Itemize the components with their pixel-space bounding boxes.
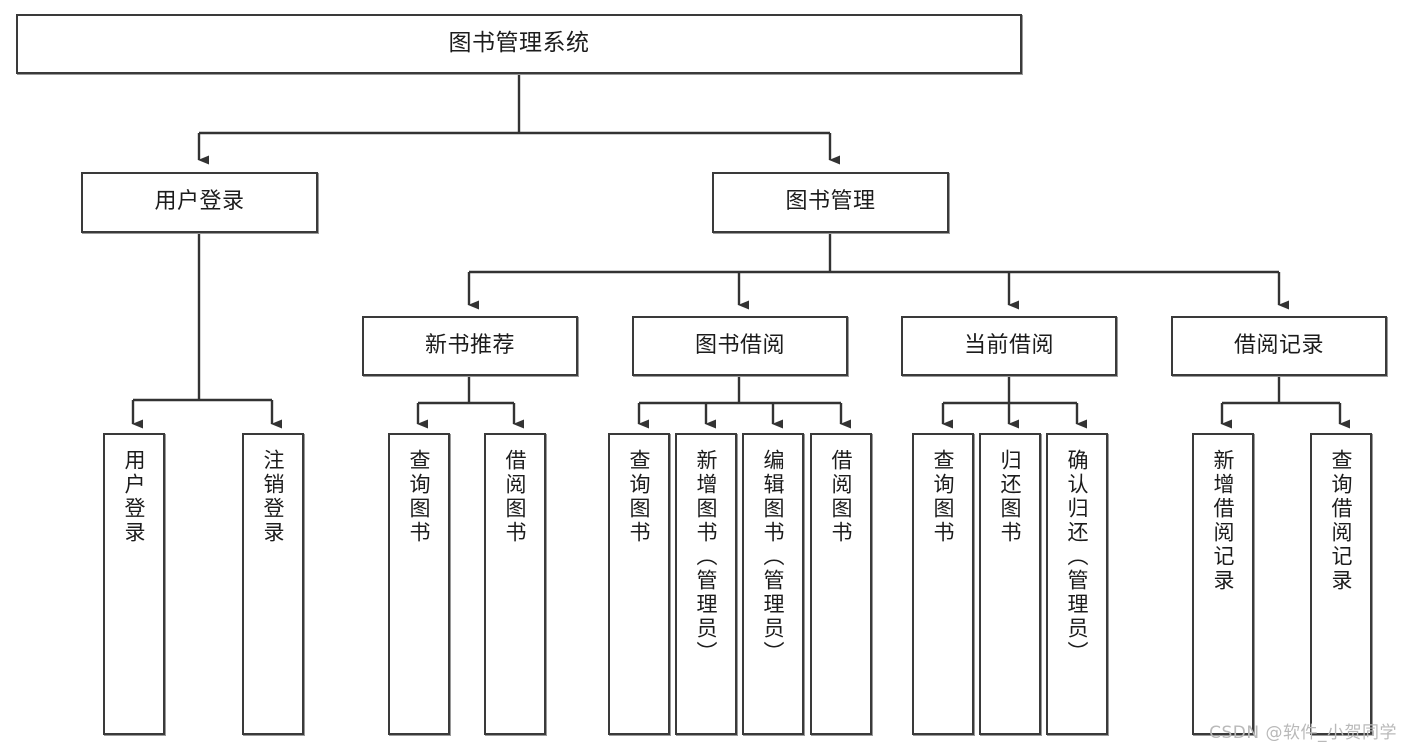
leaf-user-logout[interactable]: 注销登录	[242, 433, 304, 735]
leaf-query-borrow-record[interactable]: 查询借阅记录	[1310, 433, 1372, 735]
node-label: 查询借阅记录	[1329, 449, 1354, 593]
leaf-borrow-book[interactable]: 借阅图书	[810, 433, 872, 735]
node-label: 新增图书（管理员）	[694, 449, 719, 665]
node-label: 用户登录	[154, 189, 245, 215]
node-label: 新书推荐	[424, 332, 515, 358]
leaf-user-login[interactable]: 用户登录	[103, 433, 165, 735]
node-current-borrow[interactable]: 当前借阅	[901, 316, 1117, 376]
node-label: 图书管理系统	[448, 30, 590, 57]
csdn-watermark: CSDN @软件_小贺同学	[1209, 723, 1397, 743]
node-label: 借阅记录	[1233, 332, 1324, 358]
node-label: 编辑图书（管理员）	[761, 449, 786, 665]
node-book-borrow[interactable]: 图书借阅	[632, 316, 848, 376]
node-root-system[interactable]: 图书管理系统	[16, 14, 1022, 74]
node-label: 图书管理	[785, 189, 876, 215]
leaf-confirm-return[interactable]: 确认归还（管理员）	[1046, 433, 1108, 735]
node-book-manage[interactable]: 图书管理	[712, 172, 949, 233]
node-label: 查询图书	[627, 449, 652, 545]
node-label: 查询图书	[931, 449, 956, 545]
node-label: 归还图书	[998, 449, 1023, 545]
node-label: 查询图书	[407, 449, 432, 545]
node-user-login[interactable]: 用户登录	[81, 172, 318, 233]
leaf-query-book-recommend[interactable]: 查询图书	[388, 433, 450, 735]
node-borrow-record[interactable]: 借阅记录	[1171, 316, 1387, 376]
node-new-book-recommend[interactable]: 新书推荐	[362, 316, 578, 376]
node-label: 注销登录	[261, 449, 286, 545]
node-label: 图书借阅	[694, 332, 785, 358]
node-label: 用户登录	[122, 449, 147, 545]
leaf-add-book[interactable]: 新增图书（管理员）	[675, 433, 737, 735]
node-label: 当前借阅	[963, 332, 1054, 358]
leaf-edit-book[interactable]: 编辑图书（管理员）	[742, 433, 804, 735]
leaf-add-borrow-record[interactable]: 新增借阅记录	[1192, 433, 1254, 735]
leaf-query-book-current[interactable]: 查询图书	[912, 433, 974, 735]
leaf-borrow-book-recommend[interactable]: 借阅图书	[484, 433, 546, 735]
leaf-return-book[interactable]: 归还图书	[979, 433, 1041, 735]
node-label: 借阅图书	[829, 449, 854, 545]
node-label: 确认归还（管理员）	[1065, 449, 1090, 665]
node-label: 借阅图书	[503, 449, 528, 545]
node-label: 新增借阅记录	[1211, 449, 1236, 593]
leaf-query-book-borrow[interactable]: 查询图书	[608, 433, 670, 735]
